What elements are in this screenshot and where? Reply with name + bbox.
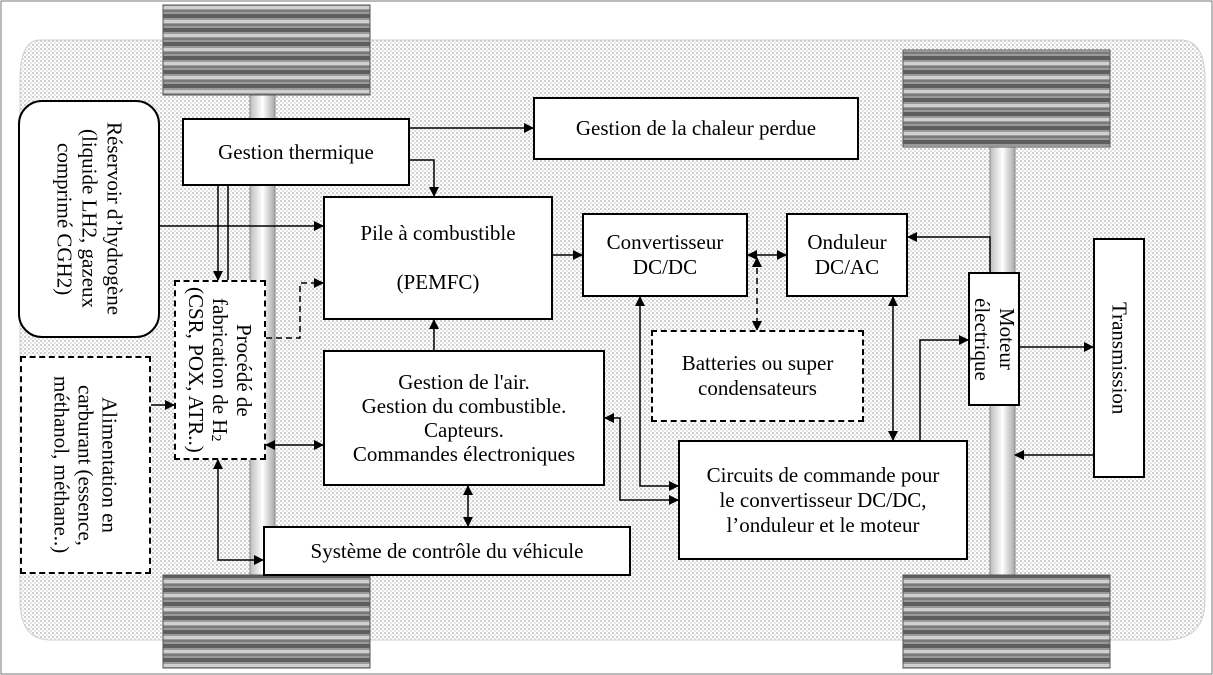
transmission-label: Transmission	[1107, 301, 1132, 415]
thermal-management-label: Gestion thermique	[218, 139, 374, 164]
fuel-supply-box: Alimentation en carburant (essence, méth…	[20, 356, 151, 574]
wheel-rear-top	[902, 49, 1111, 148]
thermal-management-box: Gestion thermique	[182, 118, 410, 186]
fuel-cell-label-line1: Pile à combustible	[360, 221, 516, 245]
air-fuel-management-box: Gestion de l'air. Gestion du combustible…	[323, 350, 605, 486]
waste-heat-box: Gestion de la chaleur perdue	[533, 97, 859, 160]
waste-heat-label: Gestion de la chaleur perdue	[575, 116, 817, 140]
electric-motor-label: Moteur électrique	[970, 297, 1019, 381]
arrow-h2-to-vehicle	[213, 459, 264, 565]
electric-motor-box: Moteur électrique	[968, 272, 1020, 406]
fuel-cell-label-line2: (PEMFC)	[396, 270, 480, 294]
arrow-inverter-to-motor	[907, 232, 991, 272]
transmission-box: Transmission	[1093, 238, 1145, 478]
h2-production-prefix: Procédé de fabrication de H	[208, 298, 256, 435]
h2-production-subscript: 2	[207, 434, 223, 442]
hydrogen-tank-label: Réservoir d’hydrogène (liquide LH2, gaze…	[52, 122, 127, 316]
air-fuel-management-label: Gestion de l'air. Gestion du combustible…	[352, 370, 576, 466]
arrow-thermal-to-fuelcell	[410, 159, 439, 197]
control-circuits-label: Circuits de commande pour le convertisse…	[706, 462, 940, 537]
arrow-circuits-to-motor	[919, 335, 969, 440]
vehicle-control-label: Système de contrôle du véhicule	[310, 538, 584, 563]
wheel-rear-bottom	[902, 574, 1111, 669]
dcdc-converter-box: Convertisseur DC/DC	[582, 213, 748, 297]
h2-production-label: Procédé de fabrication de H2(CSR, POX, A…	[184, 287, 256, 453]
control-circuits-box: Circuits de commande pour le convertisse…	[678, 440, 968, 560]
vehicle-control-box: Système de contrôle du véhicule	[263, 526, 631, 576]
batteries-box: Batteries ou super condensateurs	[651, 330, 864, 422]
hydrogen-tank-box: Réservoir d’hydrogène (liquide LH2, gaze…	[18, 100, 160, 338]
batteries-label: Batteries ou super condensateurs	[681, 351, 834, 400]
fuel-cell-box: Pile à combustible (PEMFC)	[323, 196, 553, 320]
inverter-box: Onduleur DC/AC	[786, 213, 908, 297]
wheel-front-bottom	[162, 574, 371, 669]
fuel-supply-label: Alimentation en carburant (essence, méth…	[49, 376, 122, 554]
h2-production-suffix: (CSR, POX, ATR..)	[184, 287, 208, 453]
arrow-air-to-circuits	[604, 413, 679, 505]
h2-production-box: Procédé de fabrication de H2(CSR, POX, A…	[174, 280, 266, 460]
dashed-h2-to-fuelcell	[266, 278, 324, 339]
dcdc-converter-label: Convertisseur DC/DC	[606, 230, 724, 279]
inverter-label: Onduleur DC/AC	[807, 230, 887, 279]
wheel-front-top	[162, 4, 371, 96]
